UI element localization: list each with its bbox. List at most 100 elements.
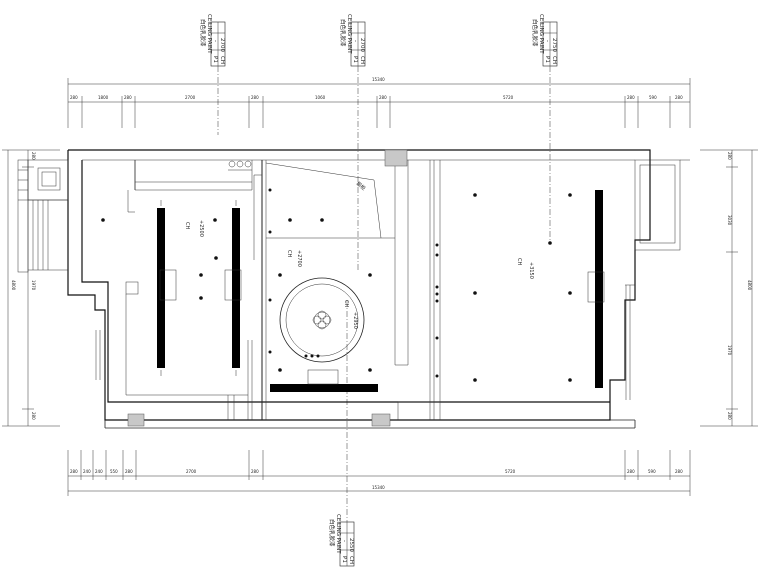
track-spots xyxy=(268,188,439,378)
downlight-icon xyxy=(568,193,572,197)
spotlight-icon xyxy=(268,230,272,234)
bay-box xyxy=(634,159,681,251)
total-dim-top: 15340 xyxy=(372,77,385,82)
balcony-block xyxy=(27,159,69,201)
tag-ref: P1 xyxy=(544,56,550,63)
downlight-icon xyxy=(548,241,552,245)
dim: 280 xyxy=(251,95,259,100)
dim: 550 xyxy=(110,469,118,474)
sink-icon xyxy=(244,160,252,168)
column-box-inner xyxy=(41,171,57,187)
dim: 280 xyxy=(627,95,635,100)
dim: 5720 xyxy=(505,469,516,474)
sink-icon xyxy=(236,160,244,168)
dim: 280 xyxy=(627,469,635,474)
level-note: CH xyxy=(286,250,292,257)
downlight-icon xyxy=(213,218,217,222)
downlight-icon xyxy=(278,273,282,277)
bottom-dimension-chain: 15340 280 240 240 550 280 2700 280 5720 … xyxy=(67,450,691,496)
downlight-icon xyxy=(101,218,105,222)
column-gray xyxy=(384,149,408,167)
ceiling-tag-1: CH 2700 P1 - CEILING PAINT 白色乳胶漆 xyxy=(199,14,226,67)
left-window xyxy=(95,330,101,380)
downlight-icon xyxy=(199,273,203,277)
column xyxy=(125,281,139,295)
right-dimension-chain: 4800 280 3030 1970 280 xyxy=(700,149,758,427)
dim: 2700 xyxy=(185,95,196,100)
dim: 5720 xyxy=(503,95,514,100)
kitchen-annotation: 橱柜 xyxy=(355,180,367,192)
outer-walls xyxy=(67,149,651,429)
dim: 1800 xyxy=(98,95,109,100)
tag-material-cn: 白色乳胶漆 xyxy=(328,519,336,547)
downlight-icon xyxy=(288,218,292,222)
ceiling-circle-inner xyxy=(285,283,359,357)
spotlight-icon xyxy=(435,292,439,296)
downlight-icon xyxy=(199,296,203,300)
dim: 280 xyxy=(125,469,133,474)
right-room-fixtures: +3150 CH xyxy=(473,190,605,388)
tag-ref: P1 xyxy=(352,56,358,63)
dim: 280 xyxy=(70,469,78,474)
tag-height: 2750 xyxy=(551,38,557,52)
chandelier-petal xyxy=(322,315,332,325)
spotlight-icon xyxy=(435,253,439,257)
downlight-icon xyxy=(473,291,477,295)
spotlight-icon xyxy=(435,299,439,303)
level-label: +3150 xyxy=(528,262,534,279)
downlight-icon xyxy=(368,368,372,372)
tag-height: 2550 xyxy=(348,538,354,552)
ceiling-tag-2: CH 2700 P1 - CEILING PAINT 白色乳胶漆 xyxy=(339,14,366,67)
level-note: CH xyxy=(184,222,190,229)
wall-outline-outer xyxy=(67,149,651,421)
tag-code: CH xyxy=(551,56,557,64)
level-note: CH xyxy=(516,258,522,265)
spotlight-icon xyxy=(310,354,314,358)
spotlight-icon xyxy=(435,243,439,247)
dim: 280 xyxy=(124,95,132,100)
dim: 280 xyxy=(727,152,732,160)
ceiling-tag-3: CH 2750 P1 - CEILING PAINT 白色乳胶漆 xyxy=(531,14,558,67)
dim: 280 xyxy=(675,95,683,100)
dim: 1060 xyxy=(315,95,326,100)
chandelier-petal xyxy=(312,315,322,325)
downlight-icon xyxy=(368,273,372,277)
dim: 1970 xyxy=(31,280,36,291)
tag-material-cn: 白色乳胶漆 xyxy=(339,19,347,47)
dim: 590 xyxy=(648,469,656,474)
tag-mark: - xyxy=(352,40,358,42)
dim: 240 xyxy=(83,469,91,474)
column-box xyxy=(37,167,61,191)
structural-columns xyxy=(127,149,408,427)
tag-material-cn: 白色乳胶漆 xyxy=(531,19,539,47)
level-label: +2950 xyxy=(352,312,358,329)
right-total-dim: 4800 xyxy=(747,280,752,291)
spotlight-icon xyxy=(268,350,272,354)
column-gray xyxy=(371,413,391,427)
spotlight-icon xyxy=(435,374,439,378)
spotlight-icon xyxy=(268,298,272,302)
tag-code: CH xyxy=(219,56,225,64)
spotlight-icon xyxy=(435,336,439,340)
tag-ref: P1 xyxy=(341,556,347,563)
downlight-icon xyxy=(568,378,572,382)
bay-box-inner xyxy=(639,164,676,244)
tag-mark: - xyxy=(212,40,218,42)
linear-light-bar xyxy=(270,384,378,392)
linear-light-bar xyxy=(157,208,165,368)
dim: 240 xyxy=(95,469,103,474)
linear-light-bar xyxy=(595,190,603,388)
spotlight-icon xyxy=(316,354,320,358)
tag-label: CEILING PAINT xyxy=(346,14,352,54)
dim: 3030 xyxy=(727,215,732,226)
dim: 1970 xyxy=(727,345,732,356)
tag-label: CEILING PAINT xyxy=(335,514,341,554)
downlight-icon xyxy=(473,193,477,197)
left-dimension-chain: 4800 280 1970 280 xyxy=(2,149,60,427)
total-dim-bottom: 15340 xyxy=(372,485,385,490)
left-stair xyxy=(17,159,69,273)
downlight-icon xyxy=(473,378,477,382)
sink-icon xyxy=(228,160,236,168)
tag-code: CH xyxy=(359,56,365,64)
interior-walls: 橱柜 xyxy=(125,160,441,420)
